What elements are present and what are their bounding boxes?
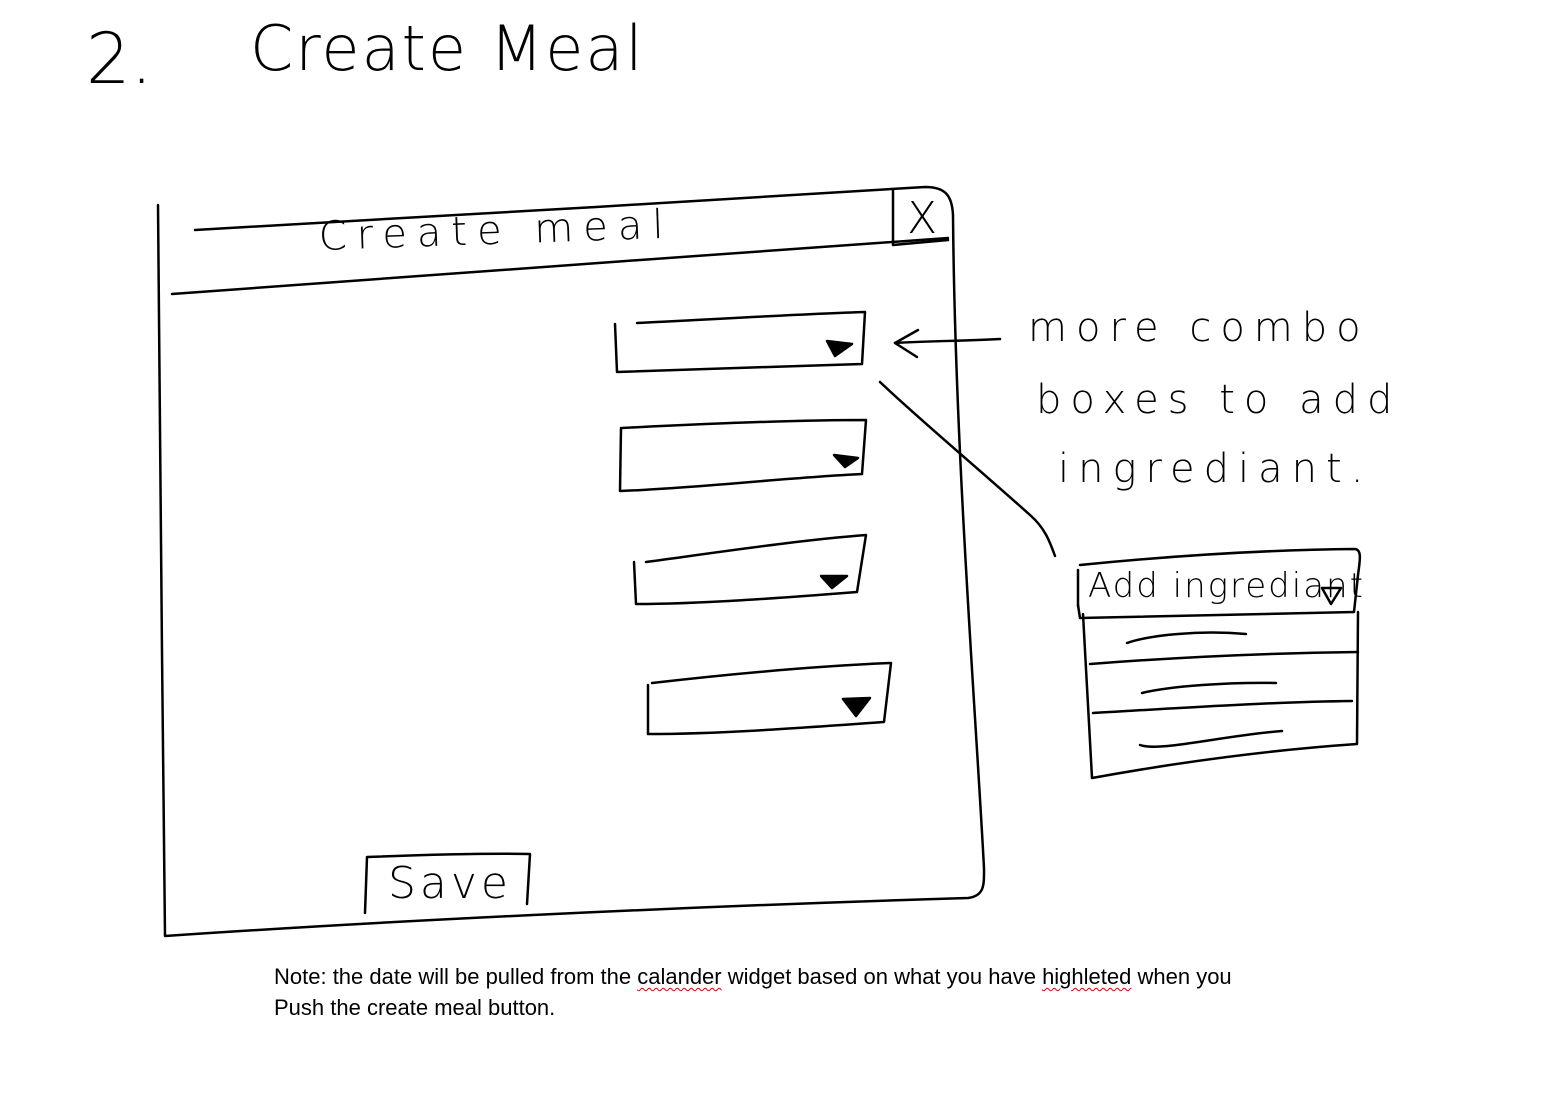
dropdown-arrow-icon xyxy=(819,574,849,590)
save-button[interactable]: Save xyxy=(388,858,513,909)
page-number: 2. xyxy=(86,18,153,100)
dropdown-arrow-icon xyxy=(832,453,860,469)
annotation-line-3: ingrediant. xyxy=(1058,446,1373,492)
note-text: Note: the date will be pulled from the c… xyxy=(274,961,1374,1023)
combo-box-3[interactable] xyxy=(632,533,868,606)
dropdown-arrow-icon xyxy=(1320,586,1343,606)
annotation-line-1: more combo xyxy=(1028,305,1370,351)
save-button-box xyxy=(363,852,532,915)
page-heading: Create Meal xyxy=(250,12,645,85)
annotation-line-2: boxes to add xyxy=(1036,377,1402,423)
title-bar-divider xyxy=(170,236,950,296)
dialog-frame xyxy=(156,185,986,938)
spellcheck-word: highleted xyxy=(1042,964,1132,989)
dropdown-arrow-icon xyxy=(841,696,872,718)
option-scribble xyxy=(1138,729,1284,748)
arrow-head xyxy=(893,328,920,359)
add-ingredient-dropdown-label[interactable]: Add ingrediant xyxy=(1088,566,1365,606)
note-line-1: Note: the date will be pulled from the c… xyxy=(274,964,1232,989)
note-line-2: Push the create meal button. xyxy=(274,995,556,1020)
dropdown-arrow-icon xyxy=(825,339,854,358)
dropdown-list xyxy=(1081,610,1360,780)
combo-box-1[interactable] xyxy=(613,310,867,374)
option-scribble xyxy=(1125,631,1248,645)
dropdown-example-header[interactable] xyxy=(1076,547,1362,620)
close-button-box xyxy=(891,188,950,247)
spellcheck-word: calander xyxy=(637,964,722,989)
combo-box-2[interactable] xyxy=(618,418,868,493)
option-scribble xyxy=(1140,681,1278,695)
close-icon[interactable]: X xyxy=(907,193,938,244)
combo-box-4[interactable] xyxy=(646,661,893,736)
annotation-arrow xyxy=(893,337,1002,345)
connector-line xyxy=(878,380,1057,558)
